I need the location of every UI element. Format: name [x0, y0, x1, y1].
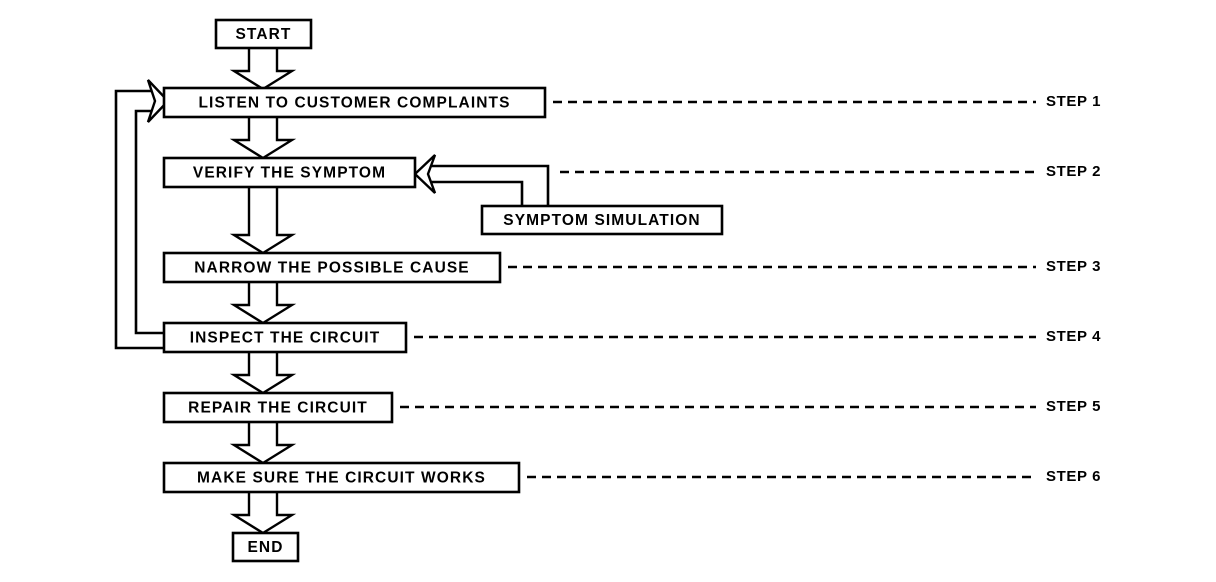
node-step2-label: VERIFY THE SYMPTOM [193, 165, 386, 182]
node-step3-label: NARROW THE POSSIBLE CAUSE [194, 260, 470, 277]
node-step1-label: LISTEN TO CUSTOMER COMPLAINTS [198, 95, 510, 112]
step-marker-5: STEP 5 [1046, 398, 1101, 415]
node-start[interactable]: START [214, 18, 313, 50]
node-step6-make-sure[interactable]: MAKE SURE THE CIRCUIT WORKS [162, 461, 521, 494]
flow-arrow-step2-to-step3 [229, 187, 297, 255]
flow-arrow-step3-to-step4 [229, 282, 297, 325]
flow-arrow-start-to-step1 [229, 48, 297, 91]
flow-arrow-step5-to-step6 [229, 422, 297, 465]
step-marker-4: STEP 4 [1046, 328, 1101, 345]
node-step5-label: REPAIR THE CIRCUIT [188, 400, 368, 417]
node-symptom-simulation-label: SYMPTOM SIMULATION [503, 212, 700, 229]
node-start-label: START [235, 26, 291, 43]
node-symptom-simulation[interactable]: SYMPTOM SIMULATION [480, 204, 724, 236]
node-step5-repair[interactable]: REPAIR THE CIRCUIT [162, 391, 394, 424]
node-step1-listen[interactable]: LISTEN TO CUSTOMER COMPLAINTS [162, 86, 547, 119]
flow-arrow-step4-to-step5 [229, 352, 297, 395]
step-markers: STEP 1 STEP 2 STEP 3 STEP 4 STEP 5 STEP … [1046, 93, 1101, 485]
arrowhead-into-listen [146, 79, 170, 123]
feedback-loop-inspect-to-listen-outer [114, 89, 164, 350]
feedback-loop-simulation-to-verify [413, 154, 550, 206]
node-step4-label: INSPECT THE CIRCUIT [190, 330, 381, 347]
node-step3-narrow[interactable]: NARROW THE POSSIBLE CAUSE [162, 251, 502, 284]
node-step6-label: MAKE SURE THE CIRCUIT WORKS [197, 470, 486, 487]
feedback-loop-inspect-to-listen-inner [134, 109, 164, 335]
step-connector-lines [400, 100, 1036, 479]
node-end-label: END [247, 539, 283, 556]
flow-arrow-step6-to-end [229, 492, 297, 535]
step-marker-1: STEP 1 [1046, 93, 1101, 110]
step-marker-3: STEP 3 [1046, 258, 1101, 275]
node-step2-verify[interactable]: VERIFY THE SYMPTOM [162, 156, 417, 189]
step-marker-2: STEP 2 [1046, 163, 1101, 180]
step-marker-6: STEP 6 [1046, 468, 1101, 485]
node-end[interactable]: END [231, 531, 300, 563]
flow-arrow-step1-to-step2 [229, 117, 297, 160]
node-step4-inspect[interactable]: INSPECT THE CIRCUIT [162, 321, 408, 354]
